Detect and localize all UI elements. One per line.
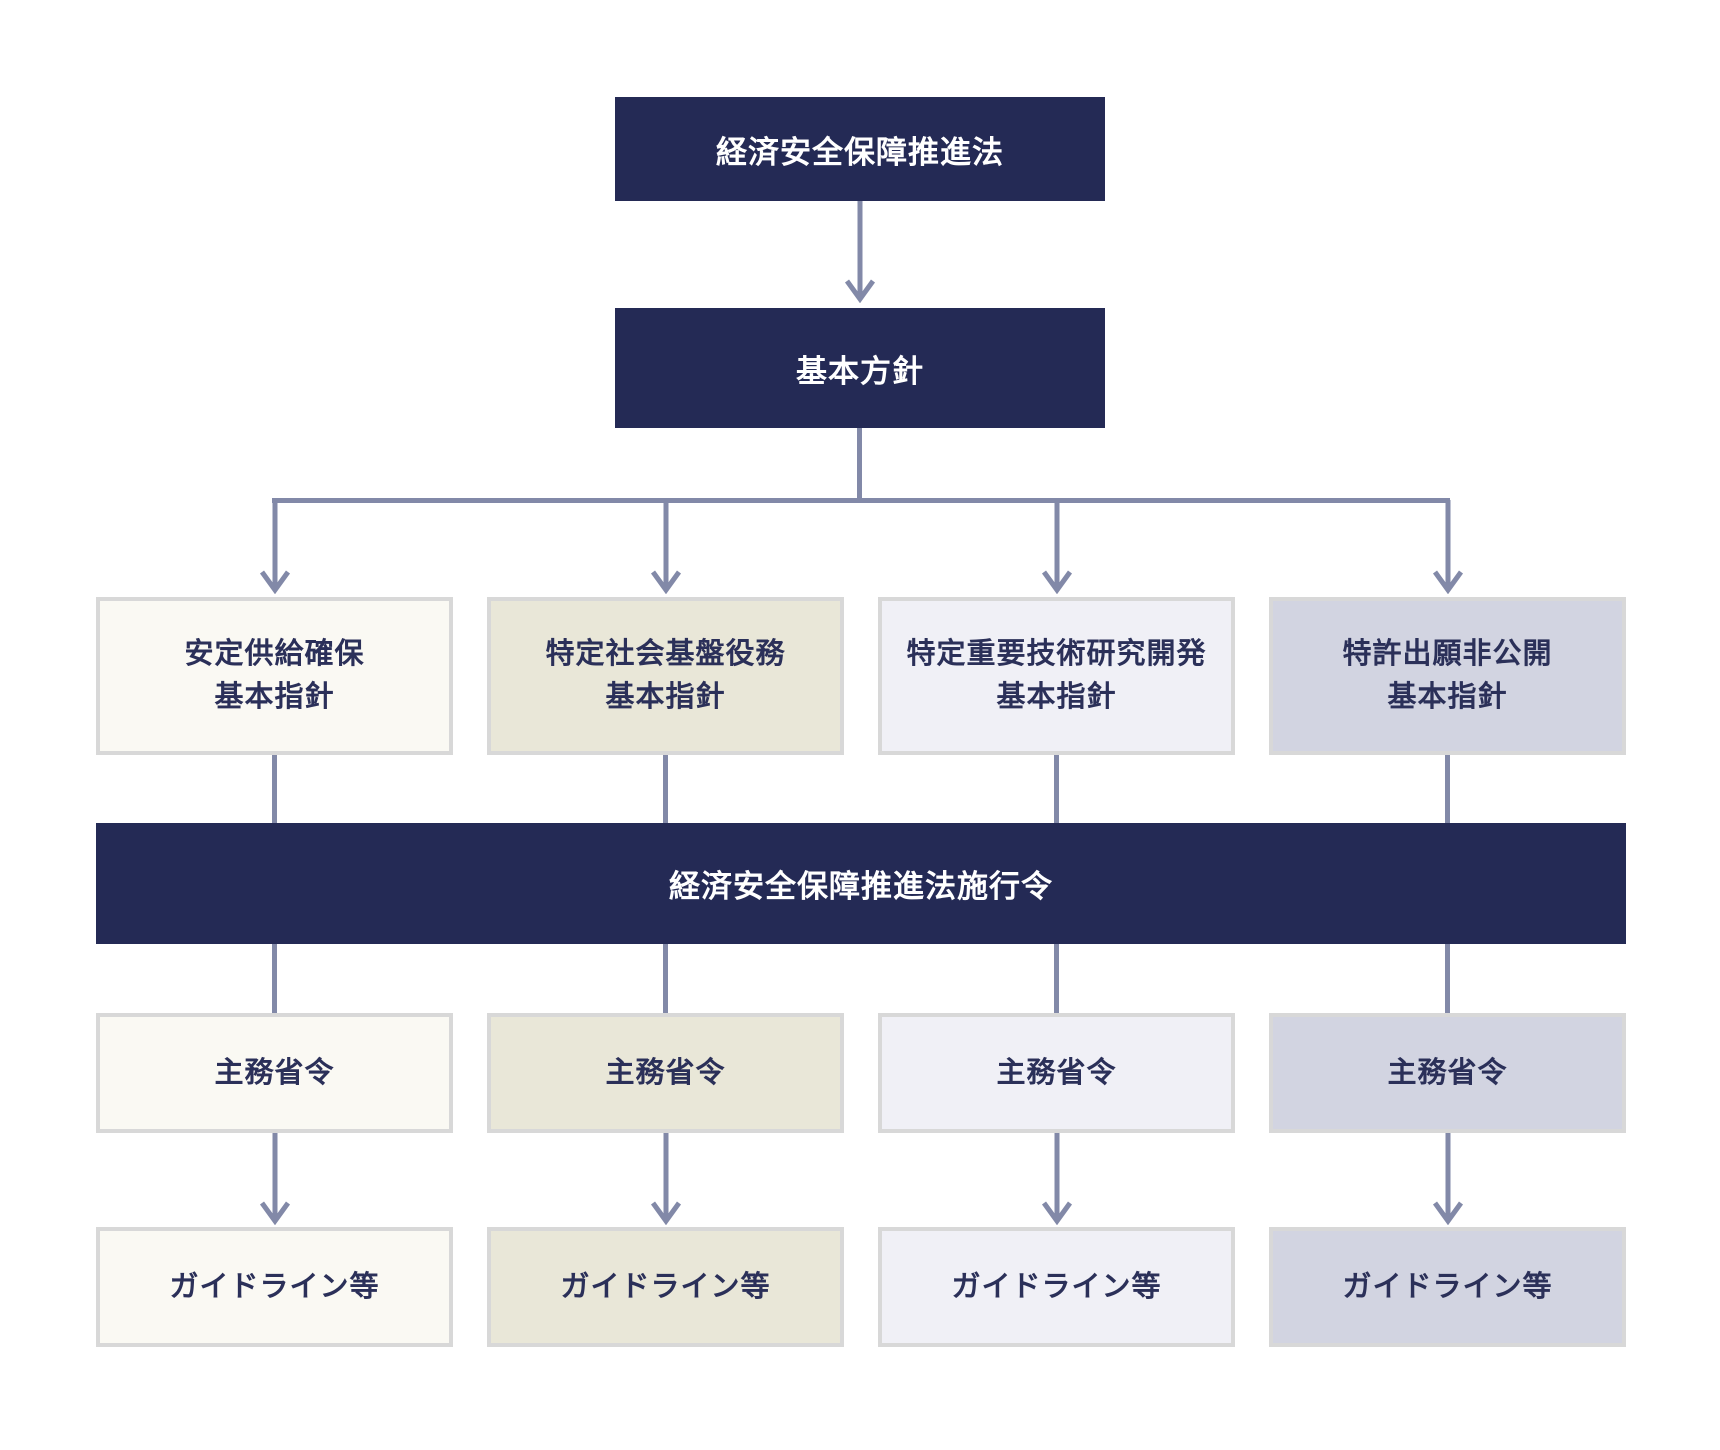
node-law-label: 経済安全保障推進法 xyxy=(716,134,1004,170)
node-etc-patent-nondisclosure: ガイドライン等 xyxy=(1269,1227,1626,1347)
node-basic-policy: 基本方針 xyxy=(615,308,1105,428)
connector-order-to-col3 xyxy=(1054,944,1059,1013)
arrow-ordinance-to-etc-col2 xyxy=(650,1133,682,1225)
connector-branch-line xyxy=(272,498,1450,503)
etc-label: ガイドライン等 xyxy=(169,1270,380,1303)
etc-label: ガイドライン等 xyxy=(1342,1270,1553,1303)
ordinance-label: 主務省令 xyxy=(996,1056,1117,1089)
guideline-label-line2: 基本指針 xyxy=(605,681,726,713)
connector-col2-to-order xyxy=(663,755,668,823)
connector-col3-to-order xyxy=(1054,755,1059,823)
ordinance-label: 主務省令 xyxy=(214,1056,335,1089)
node-guideline-key-technology: 特定重要技術研究開発 基本指針 xyxy=(878,597,1235,755)
node-guideline-stable-supply: 安定供給確保 基本指針 xyxy=(96,597,453,755)
guideline-label-line1: 安定供給確保 xyxy=(184,638,365,671)
node-guideline-patent-nondisclosure: 特許出願非公開 基本指針 xyxy=(1269,597,1626,755)
node-enforcement-order-label: 経済安全保障推進法施行令 xyxy=(669,869,1053,904)
arrow-ordinance-to-etc-col4 xyxy=(1432,1133,1464,1225)
arrow-ordinance-to-etc-col3 xyxy=(1041,1133,1073,1225)
connector-order-to-col2 xyxy=(663,944,668,1013)
node-basic-policy-label: 基本方針 xyxy=(796,353,924,389)
arrow-branch-col4 xyxy=(1432,500,1464,594)
connector-col1-to-order xyxy=(272,755,277,823)
arrow-ordinance-to-etc-col1 xyxy=(259,1133,291,1225)
connector-policy-stem xyxy=(857,428,862,503)
node-etc-critical-infrastructure: ガイドライン等 xyxy=(487,1227,844,1347)
node-law: 経済安全保障推進法 xyxy=(615,97,1105,201)
ordinance-label: 主務省令 xyxy=(605,1056,726,1089)
node-enforcement-order: 経済安全保障推進法施行令 xyxy=(96,823,1626,944)
guideline-label-line2: 基本指針 xyxy=(214,681,335,713)
connector-order-to-col4 xyxy=(1445,944,1450,1013)
guideline-label-line2: 基本指針 xyxy=(1387,681,1508,713)
etc-label: ガイドライン等 xyxy=(951,1270,1162,1303)
node-etc-stable-supply: ガイドライン等 xyxy=(96,1227,453,1347)
node-ordinance-key-technology: 主務省令 xyxy=(878,1013,1235,1133)
connector-order-to-col1 xyxy=(272,944,277,1013)
node-ordinance-stable-supply: 主務省令 xyxy=(96,1013,453,1133)
etc-label: ガイドライン等 xyxy=(560,1270,771,1303)
guideline-label-line1: 特定重要技術研究開発 xyxy=(906,638,1207,671)
connector-col4-to-order xyxy=(1445,755,1450,823)
node-ordinance-critical-infrastructure: 主務省令 xyxy=(487,1013,844,1133)
guideline-label-line2: 基本指針 xyxy=(996,681,1117,713)
node-etc-key-technology: ガイドライン等 xyxy=(878,1227,1235,1347)
node-ordinance-patent-nondisclosure: 主務省令 xyxy=(1269,1013,1626,1133)
arrow-branch-col1 xyxy=(259,500,291,594)
ordinance-label: 主務省令 xyxy=(1387,1056,1508,1089)
guideline-label-line1: 特許出願非公開 xyxy=(1342,638,1553,671)
node-guideline-critical-infrastructure: 特定社会基盤役務 基本指針 xyxy=(487,597,844,755)
guideline-label-line1: 特定社会基盤役務 xyxy=(545,638,786,671)
arrow-law-to-basic-policy xyxy=(844,201,876,303)
arrow-branch-col2 xyxy=(650,500,682,594)
arrow-branch-col3 xyxy=(1041,500,1073,594)
